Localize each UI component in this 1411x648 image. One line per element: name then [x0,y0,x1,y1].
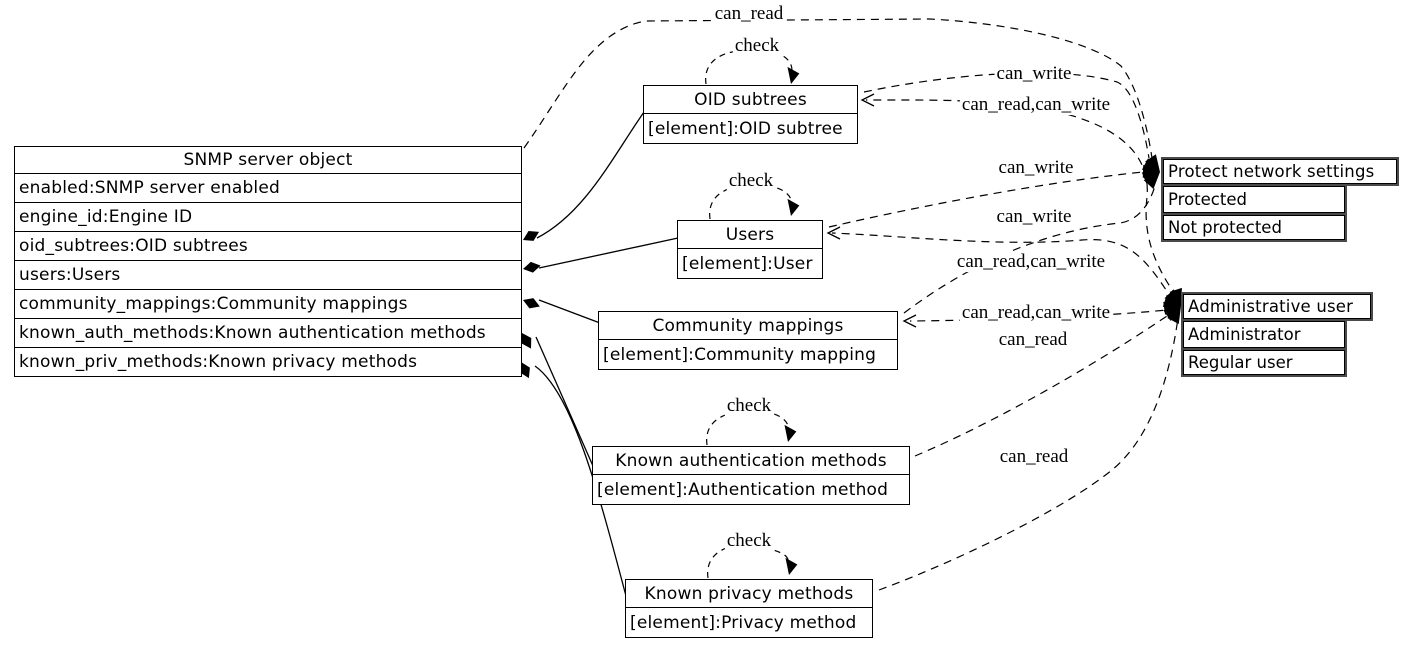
node-row: [element]:Authentication method [593,474,909,504]
edge-oid-can-write [863,72,1150,159]
node-title: SNMP server object [183,150,353,170]
node-row: known_priv_methods:Known privacy methods [15,347,521,376]
node-administrative-user: Administrative user Administrator Regula… [1181,292,1373,377]
edge-label-community-can-write: can_write [994,206,1074,228]
open-arrowhead-icon [860,93,875,107]
edge-label-check-auth: check [724,395,774,417]
check-arrowhead-icon [787,66,800,84]
edge-label-admin-oid: can_read,can_write [959,94,1113,116]
node-title: Users [725,224,775,245]
node-community-mappings: Community mappings [element]:Community m… [598,311,898,370]
edge-priv-can-read [878,317,1179,591]
edge-label-check-users: check [726,170,776,192]
node-known-auth-methods: Known authentication methods [element]:A… [592,446,910,505]
node-row: Administrator [1183,321,1345,348]
check-loop-users [709,184,793,220]
diamond-icon [523,261,541,273]
check-arrowhead-icon [784,424,797,442]
diamond-icon [521,333,532,349]
node-row: community_mappings:Community mappings [15,289,521,318]
composition-line-users [538,237,679,269]
node-title: Protect network settings [1161,157,1399,186]
admin-arrow-star [1162,287,1182,325]
node-row: Protected [1163,186,1345,213]
node-title: Known privacy methods [644,583,854,604]
node-title: Community mappings [652,315,844,336]
node-title: OID subtrees [694,89,807,110]
edge-label-check-oid: check [732,35,782,57]
node-row: known_auth_methods:Known authentication … [15,318,521,347]
diamond-icon [523,231,540,241]
edge-label-priv-can-read: can_read [997,446,1071,468]
node-row: users:Users [15,260,521,289]
protect-arrow-star [1141,154,1160,189]
node-users: Users [element]:User [677,220,823,279]
edge-label-oid-can-write: can_write [994,63,1074,85]
composition-line-community-mappings [538,299,601,324]
edge-label-users-can-write: can_write [996,157,1076,179]
edge-label-auth-can-read: can_read [996,329,1070,351]
composition-line-oid-subtrees [536,111,645,239]
edge-label-admin-community: can_read,can_write [959,302,1113,324]
node-snmp-server-object: SNMP server object enabled:SNMP server e… [14,146,522,377]
open-arrowhead-icon [902,314,917,328]
node-title: Known authentication methods [615,450,887,471]
open-arrowhead-icon [826,226,841,240]
composition-line-known-auth [535,336,594,467]
edge-auth-can-read [914,313,1171,457]
edge-users-can-write [828,171,1144,228]
diamond-icon [520,362,530,379]
edge-admin-to-users [831,232,1174,302]
node-oid-subtrees: OID subtrees [element]:OID subtree [643,85,858,144]
check-loop-auth [706,410,790,446]
edge-label-admin-users: can_read,can_write [954,251,1108,273]
edge-community-can-write [903,185,1156,314]
check-arrowhead-icon [785,557,798,575]
node-known-priv-methods: Known privacy methods [element]:Privacy … [625,579,873,638]
node-row: [element]:Privacy method [626,607,872,637]
node-protect-network-settings: Protect network settings Protected Not p… [1161,157,1399,242]
edge-label-can-read-top: can_read [712,3,786,25]
node-row: engine_id:Engine ID [15,202,521,231]
node-row: Not protected [1163,213,1345,240]
node-row: [element]:OID subtree [644,113,857,143]
edge-admin-to-oid [865,99,1178,298]
node-row: [element]:Community mapping [599,339,897,369]
check-arrowhead-icon [787,198,800,216]
edge-label-check-priv: check [724,530,774,552]
node-row: oid_subtrees:OID subtrees [15,231,521,260]
node-row: [element]:User [678,248,822,278]
edge-can-read-top [523,18,1153,159]
composition-line-known-priv [534,365,627,597]
node-title: Administrative user [1181,292,1373,321]
node-row: Regular user [1183,348,1345,375]
diamond-icon [523,298,540,309]
node-row: enabled:SNMP server enabled [15,173,521,202]
